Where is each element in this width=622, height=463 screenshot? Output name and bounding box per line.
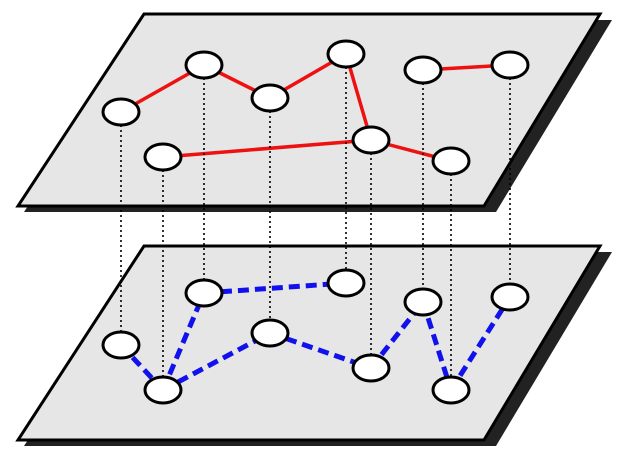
- top-node-n8: [143, 142, 183, 172]
- top-node-n6: [490, 50, 530, 80]
- bottom-node-n1: [101, 330, 141, 360]
- bottom-node-n4: [326, 268, 366, 298]
- top-edge-n8-n7: [161, 138, 373, 159]
- interlayer-links: [120, 67, 511, 377]
- top-node-n5: [403, 55, 443, 85]
- bottom-node-n6: [490, 282, 530, 312]
- bottom-node-n3: [250, 318, 290, 348]
- bottom-node-n8: [143, 375, 183, 405]
- top-node-n3: [250, 83, 290, 113]
- bottom-edge-n9-n6: [448, 295, 513, 392]
- top-layer-nodes: [101, 39, 530, 176]
- bottom-node-n7: [351, 353, 391, 383]
- top-node-n1: [101, 97, 141, 127]
- bottom-edge-n8-n2: [160, 292, 207, 391]
- bottom-layer-nodes: [101, 268, 530, 405]
- bottom-node-n5: [403, 287, 443, 317]
- top-node-n7: [351, 125, 391, 155]
- top-node-n2: [184, 50, 224, 80]
- top-edge-n4-n7: [344, 52, 373, 142]
- bottom-edge-n2-n4: [203, 280, 347, 296]
- bottom-node-n9: [431, 375, 471, 405]
- top-node-n4: [326, 39, 366, 69]
- bottom-node-n2: [184, 278, 224, 308]
- top-node-n9: [431, 146, 471, 176]
- bottom-edge-n8-n3: [161, 330, 272, 393]
- bottom-edge-n5-n9: [420, 301, 454, 391]
